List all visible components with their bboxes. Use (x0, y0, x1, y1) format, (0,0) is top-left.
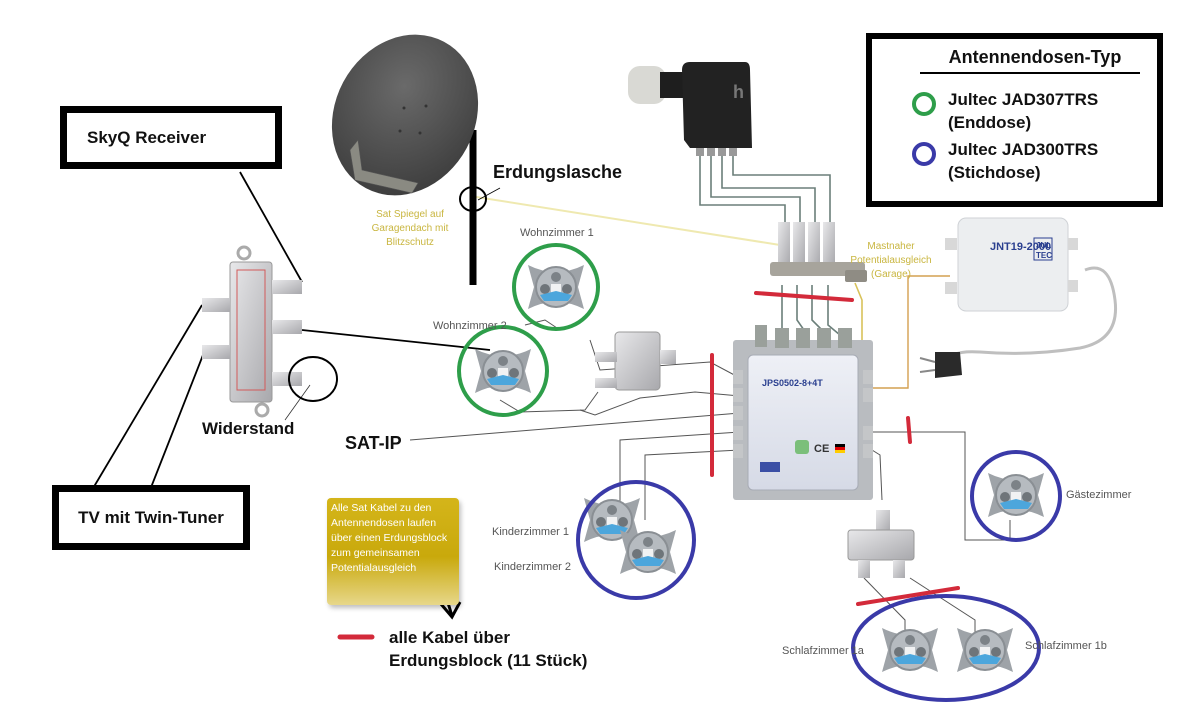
blue-ring-icon (912, 142, 936, 166)
psu-feed-wire (872, 275, 950, 389)
potential-wire (854, 282, 863, 340)
receiver-cables (91, 171, 491, 491)
power-plug (919, 352, 962, 378)
ground-wire-yellow (469, 195, 781, 246)
room-label-kinderzimmer-1: Kinderzimmer 1 (492, 526, 570, 538)
socket-gaestezimmer (970, 450, 1062, 542)
power-cord (946, 266, 1118, 363)
sat-ip-label: SAT-IP (345, 433, 402, 453)
legend-box: Antennendosen-Typ Jultec JAD307TRS(Enddo… (866, 33, 1163, 207)
room-label-kinderzimmer-2: Kinderzimmer 2 (494, 561, 572, 573)
tv-twin-tuner-box: TV mit Twin-Tuner (52, 485, 250, 550)
lnb-logo: h (733, 82, 744, 102)
splitter-4way (202, 245, 302, 418)
legend-item-enddose: Jultec JAD307TRS(Enddose) (912, 88, 1098, 134)
svg-text:JUL: JUL (1036, 241, 1051, 250)
green-ring-icon (912, 92, 936, 116)
resistor-marker (288, 356, 338, 402)
legend-title: Antennendosen-Typ (920, 47, 1140, 74)
satellite-dish (331, 34, 479, 196)
multiswitch-model: JPS0502-8+4T (762, 378, 823, 388)
socket-schlafzimmer (851, 594, 1041, 702)
room-label-schlafzimmer-1a: Schlafzimmer 1a (782, 645, 864, 657)
mast-ground-block (770, 222, 867, 282)
svg-text:TEC: TEC (1036, 251, 1052, 260)
ground-legend-text: alle Kabel über Erdungsblock (11 Stück) (389, 628, 588, 670)
ground-pole (459, 130, 501, 285)
room-label-wohnzimmer-2: Wohnzimmer 2 (433, 320, 507, 332)
widerstand-label: Widerstand (202, 419, 295, 438)
socket-wohnzimmer-2 (457, 325, 549, 417)
room-label-gaestezimmer: Gästezimmer (1066, 489, 1132, 501)
socket-wohnzimmer-1 (512, 243, 600, 331)
room-label-wohnzimmer-1: Wohnzimmer 1 (520, 227, 594, 239)
erdungslasche-label: Erdungslasche (493, 162, 623, 182)
power-supply: JNT19-2000 JUL TEC (945, 217, 1078, 312)
socket-kinderzimmer (576, 480, 696, 600)
skyq-receiver-box: SkyQ Receiver (60, 106, 282, 169)
svg-text:CE: CE (814, 443, 829, 455)
multiswitch: JPS0502-8+4T CE (733, 325, 873, 500)
splitter-2way-bedroom (847, 510, 915, 578)
psu-model: JNT19-2000 (990, 241, 1051, 253)
grounding-note: Alle Sat Kabel zu den Antennendosen lauf… (327, 498, 459, 605)
room-label-schlafzimmer-1b: Schlafzimmer 1b (1025, 640, 1107, 652)
quad-lnb: h (628, 62, 752, 156)
splitter-2way-living (595, 331, 676, 391)
legend-item-stichdose: Jultec JAD300TRS(Stichdose) (912, 138, 1098, 184)
ground-marks (710, 291, 960, 606)
